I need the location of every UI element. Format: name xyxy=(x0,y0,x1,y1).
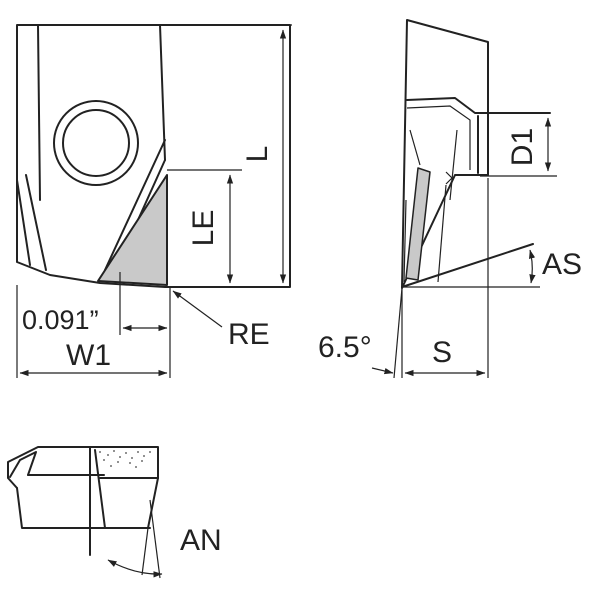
bottom-view: AN xyxy=(7,446,222,579)
cutting-face xyxy=(97,174,168,286)
label-offset: 0.091” xyxy=(22,305,99,335)
front-view-chamfer-line xyxy=(16,179,31,266)
mounting-hole-inner xyxy=(62,109,130,177)
label-w1: W1 xyxy=(66,339,111,372)
front-view xyxy=(16,24,291,288)
dimension-offset: 0.091” xyxy=(16,272,171,378)
side-view-flank xyxy=(405,167,431,281)
mounting-hole-outer xyxy=(53,100,139,186)
label-d1: D1 xyxy=(506,128,539,166)
label-l: L xyxy=(241,146,274,163)
front-view-left-edge xyxy=(37,24,41,201)
front-view-diagonal-edge xyxy=(104,139,166,271)
front-view-outline xyxy=(16,24,291,288)
dimension-d1: D1 xyxy=(480,117,557,177)
dimension-l: L xyxy=(165,24,292,284)
side-view xyxy=(401,19,551,289)
side-view-outline xyxy=(401,19,489,289)
label-as: AS xyxy=(542,248,582,281)
dimension-le: LE xyxy=(167,169,242,284)
dimension-as: AS xyxy=(529,248,582,284)
callout-re: RE xyxy=(172,290,270,351)
bottom-view-body xyxy=(16,487,151,529)
label-s: S xyxy=(432,336,452,369)
label-le: LE xyxy=(187,210,220,247)
label-re: RE xyxy=(228,318,270,351)
label-an: AN xyxy=(180,524,222,557)
label-angle: 6.5° xyxy=(318,331,372,364)
dimension-w1: W1 xyxy=(19,339,168,377)
dimension-angle: 6.5° xyxy=(318,287,403,379)
bottom-view-coating xyxy=(99,450,151,468)
front-view-chamfer-line xyxy=(25,174,47,271)
dimension-s: S xyxy=(404,178,489,378)
side-view-step xyxy=(406,97,551,114)
as-angle-line xyxy=(401,243,534,288)
front-view-right-edge xyxy=(159,24,166,161)
bottom-view-nose xyxy=(7,446,91,489)
